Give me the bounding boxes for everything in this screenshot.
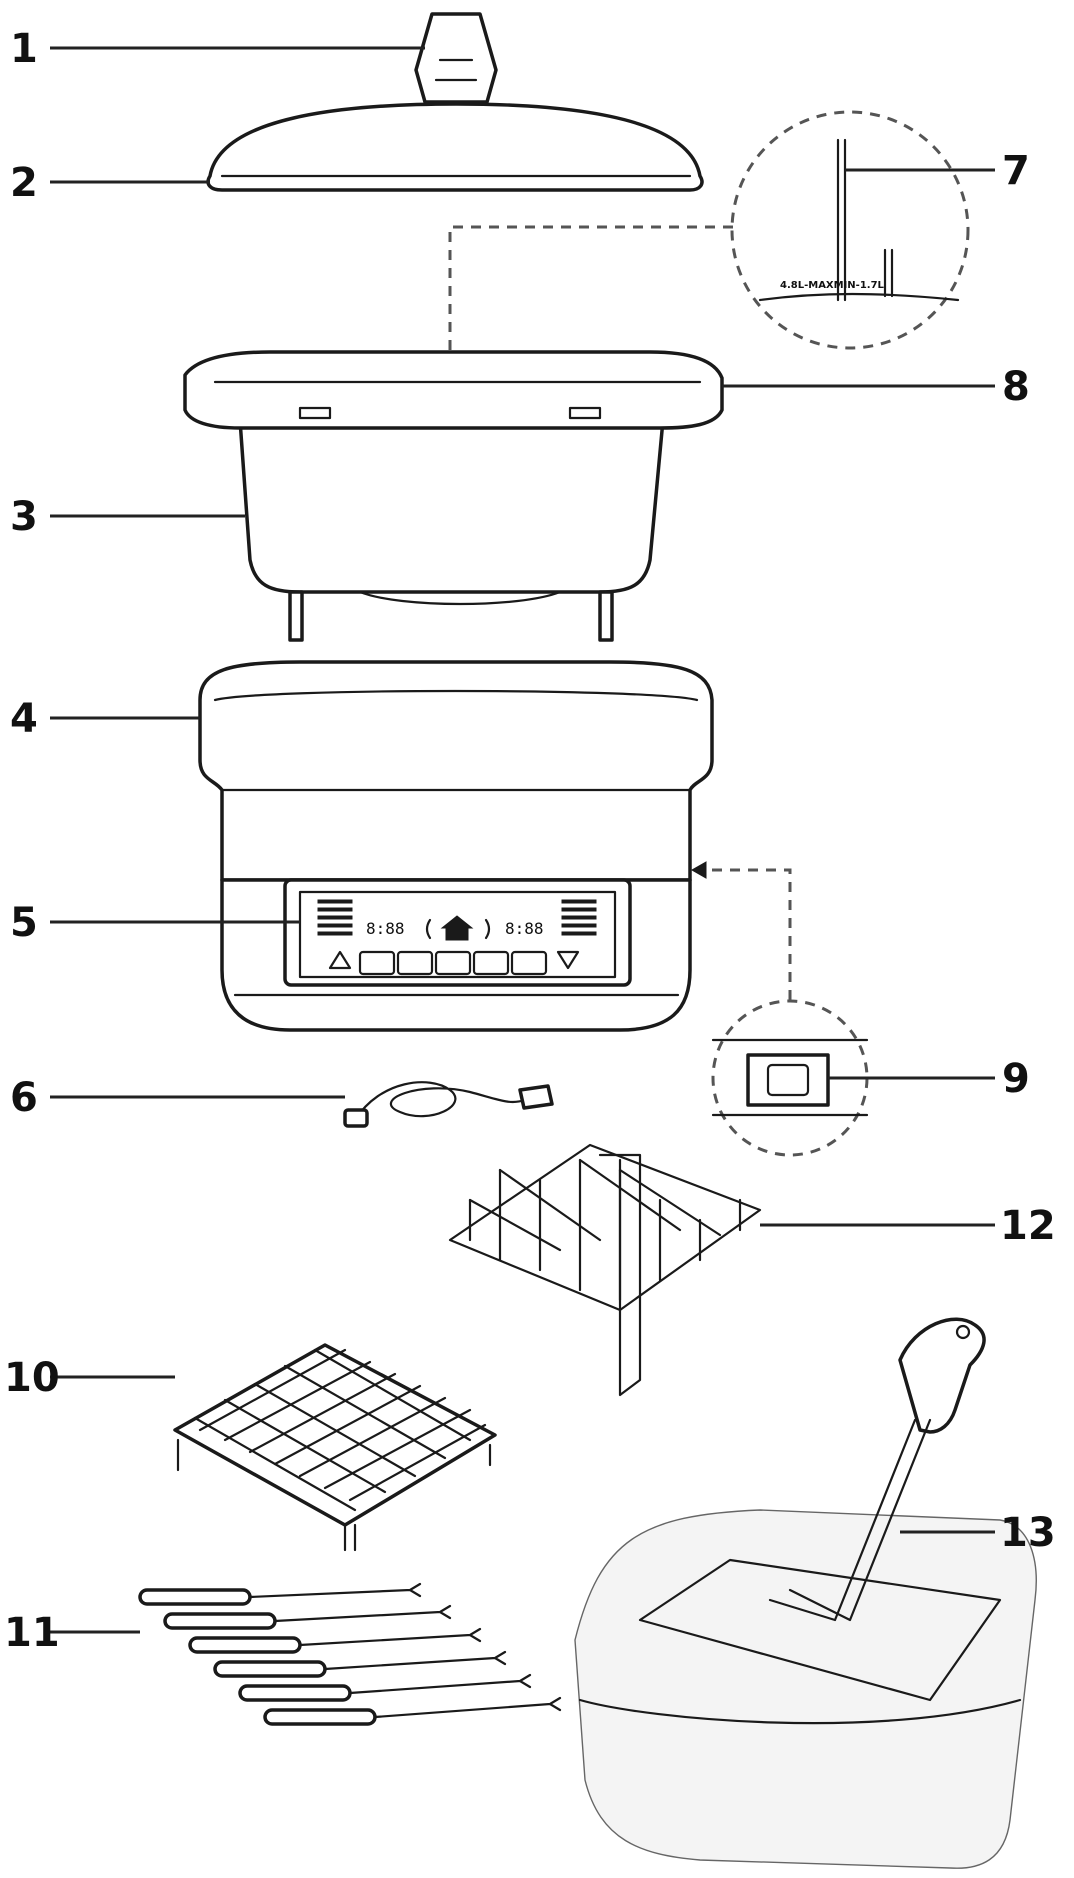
lid-handle: [414, 12, 498, 104]
power-cord: [343, 1081, 554, 1128]
callout-7: 7: [1002, 148, 1030, 194]
leader-lines: [50, 46, 995, 1634]
down-arrow-icon: [556, 950, 580, 970]
callout-4: 4: [10, 696, 38, 742]
control-panel: 8:88 8:88: [283, 878, 632, 987]
callout-3: 3: [10, 494, 38, 540]
cooking-bowl: [183, 350, 724, 642]
display-left: 8:88: [366, 919, 405, 938]
up-arrow-icon: [328, 950, 352, 970]
level-bars-left: [317, 899, 353, 936]
panel-buttons: [358, 950, 548, 976]
callout-2: 2: [10, 160, 38, 206]
callout-1: 1: [10, 26, 38, 72]
callout-12: 12: [1000, 1203, 1056, 1249]
callout-10: 10: [4, 1355, 60, 1401]
detail-circle-max-min: 4.8L-MAXMIN-1.7L: [730, 110, 970, 350]
home-icon: [425, 915, 491, 941]
glass-lid: [206, 102, 704, 192]
grill-grid: [173, 1343, 497, 1552]
display-right: 8:88: [505, 919, 544, 938]
arrow-head-left: [690, 861, 707, 879]
callout-6: 6: [10, 1075, 38, 1121]
callout-8: 8: [1002, 364, 1030, 410]
callout-numbers: 1 2 3 4 5 6 7 8 9 10 11 12 13: [4, 26, 1056, 1656]
callout-9: 9: [1002, 1056, 1030, 1102]
level-bars-right: [561, 899, 597, 936]
callout-5: 5: [10, 900, 38, 946]
detail-pointer-arrow: [448, 225, 733, 385]
wire-rack: [448, 1143, 762, 1397]
callout-13: 13: [1000, 1510, 1056, 1556]
capacity-label: 4.8L-MAXMIN-1.7L: [780, 280, 885, 291]
socket-pointer-arrow: [700, 868, 792, 1000]
callout-11: 11: [4, 1610, 60, 1656]
frying-basket: [574, 1317, 1037, 1869]
fondue-forks: [138, 1582, 562, 1726]
